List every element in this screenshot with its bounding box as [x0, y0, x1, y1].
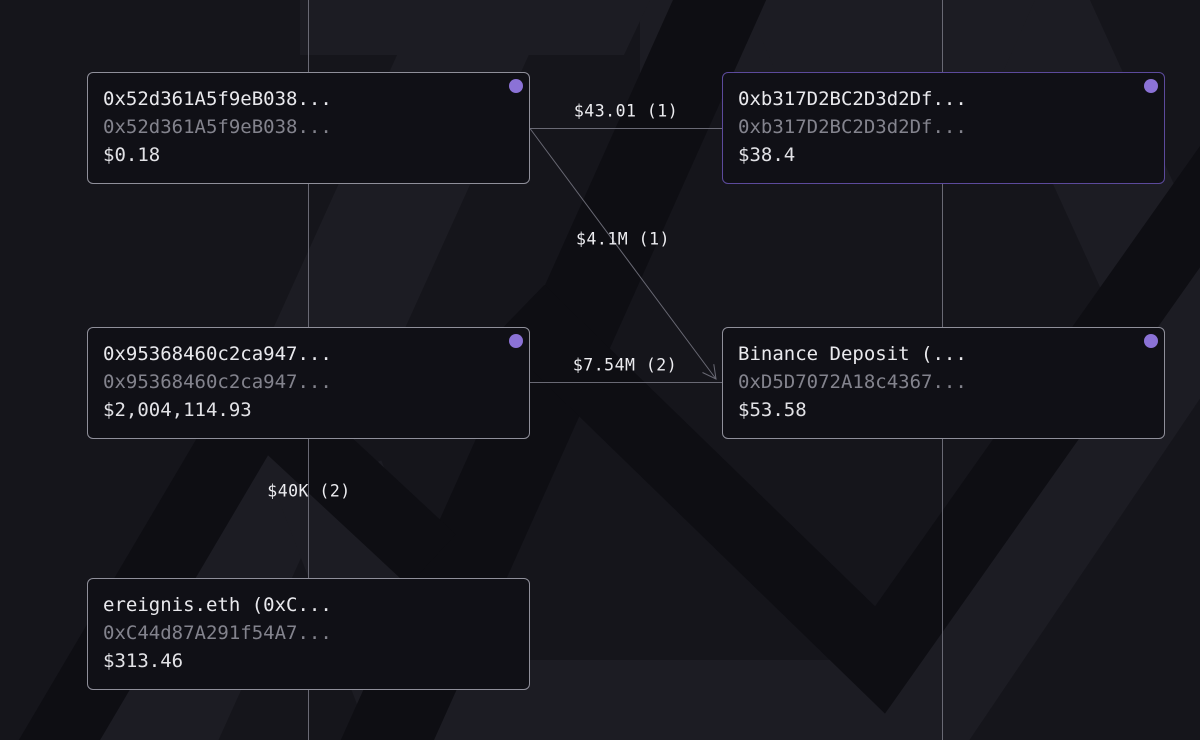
node-title: 0x95368460c2ca947...	[103, 343, 332, 365]
edge-label-vertical[interactable]: $40K (2)	[267, 481, 351, 501]
node-balance: $2,004,114.93	[103, 399, 252, 421]
address-node-0xb317-selected[interactable]: 0xb317D2BC2D3d2Df... 0xb317D2BC2D3d2Df..…	[722, 72, 1165, 184]
node-indicator-dot-icon[interactable]	[1144, 334, 1158, 348]
node-address: 0xD5D7072A18c4367...	[738, 371, 967, 393]
edge-label-diagonal[interactable]: $4.1M (1)	[576, 229, 670, 249]
node-address: 0xb317D2BC2D3d2Df...	[738, 116, 967, 138]
node-title: ereignis.eth (0xC...	[103, 594, 332, 616]
edge-label-top[interactable]: $43.01 (1)	[573, 101, 679, 121]
node-balance: $0.18	[103, 144, 161, 166]
node-address: 0xC44d87A291f54A7...	[103, 622, 332, 644]
edge-label-middle[interactable]: $7.54M (2)	[572, 355, 678, 375]
node-title: Binance Deposit (...	[738, 343, 967, 365]
node-title: 0xb317D2BC2D3d2Df...	[738, 88, 967, 110]
node-balance: $38.4	[738, 144, 796, 166]
address-node-binance-deposit[interactable]: Binance Deposit (... 0xD5D7072A18c4367..…	[722, 327, 1165, 439]
node-title: 0x52d361A5f9eB038...	[103, 88, 332, 110]
node-indicator-dot-icon[interactable]	[1144, 79, 1158, 93]
edge-diagonal-transfer[interactable]	[529, 128, 717, 380]
node-address: 0x95368460c2ca947...	[103, 371, 332, 393]
node-indicator-dot-icon[interactable]	[509, 334, 523, 348]
address-node-0x52d361[interactable]: 0x52d361A5f9eB038... 0x52d361A5f9eB038..…	[87, 72, 530, 184]
edge-arrowhead-icon	[702, 364, 717, 380]
node-address: 0x52d361A5f9eB038...	[103, 116, 332, 138]
node-indicator-dot-icon[interactable]	[509, 79, 523, 93]
address-node-0x95368[interactable]: 0x95368460c2ca947... 0x95368460c2ca947..…	[87, 327, 530, 439]
address-node-ereignis-eth[interactable]: ereignis.eth (0xC... 0xC44d87A291f54A7..…	[87, 578, 530, 690]
node-balance: $53.58	[738, 399, 807, 421]
node-balance: $313.46	[103, 650, 184, 672]
